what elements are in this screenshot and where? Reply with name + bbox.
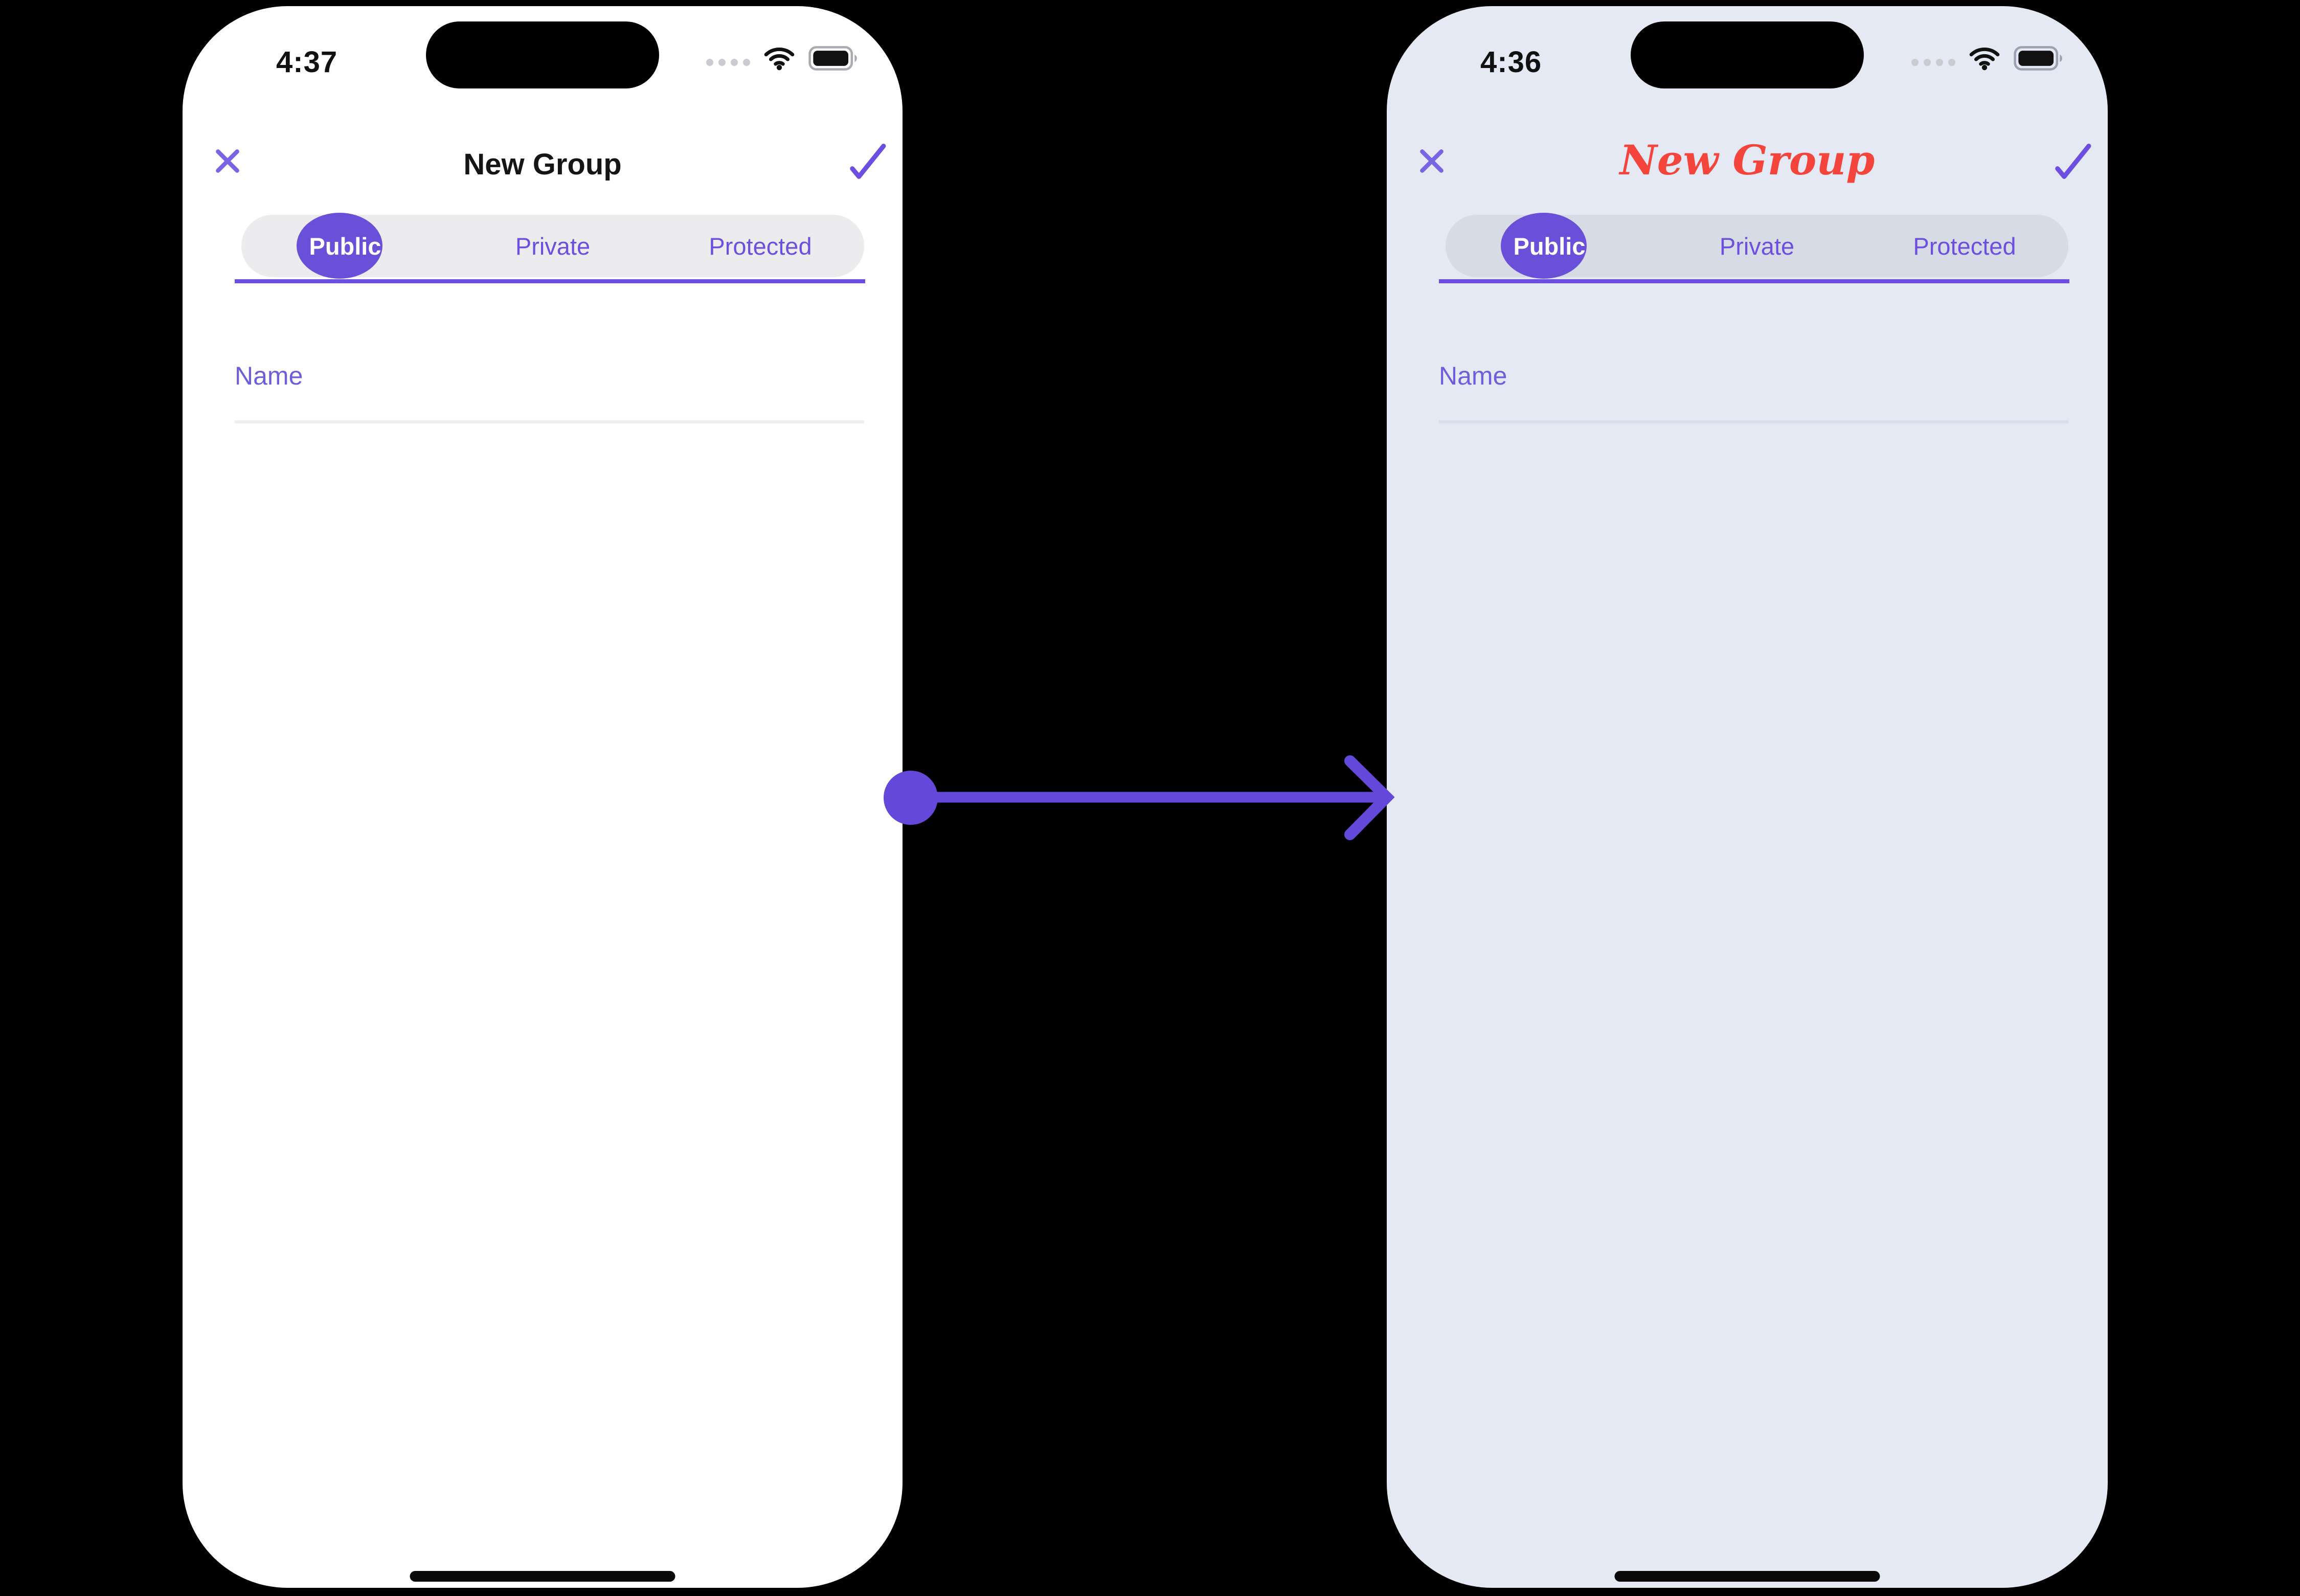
- page-title: New Group: [1619, 136, 1875, 184]
- phone-after: 4:36 New Group: [1387, 6, 2108, 1588]
- close-icon: [1420, 149, 1444, 173]
- signal-dot: [743, 59, 750, 66]
- tab-public[interactable]: Public: [241, 215, 449, 277]
- status-icons: [1911, 43, 2065, 74]
- home-indicator[interactable]: [1614, 1571, 1880, 1582]
- battery-icon: [2014, 46, 2062, 71]
- tab-public[interactable]: Public: [1446, 215, 1653, 277]
- home-indicator[interactable]: [410, 1571, 675, 1582]
- signal-dot: [706, 59, 713, 66]
- signal-dot: [731, 59, 738, 66]
- tab-protected[interactable]: Protected: [657, 215, 864, 277]
- phone-before: 4:37 New Group: [183, 6, 903, 1588]
- visibility-segmented-control: Public Private Protected: [241, 213, 864, 279]
- page-title: New Group: [463, 148, 622, 181]
- signal-dot: [1948, 59, 1955, 66]
- status-time: 4:37: [276, 46, 338, 79]
- group-name-input[interactable]: [235, 358, 593, 394]
- dynamic-island: [426, 21, 659, 88]
- selected-segment-indicator: [297, 213, 382, 279]
- close-button[interactable]: [209, 143, 246, 180]
- visibility-segmented-control: Public Private Protected: [1446, 213, 2068, 279]
- signal-dot: [1911, 59, 1919, 66]
- dynamic-island: [1631, 21, 1864, 88]
- name-field-underline: [235, 420, 864, 423]
- cellular-signal-icon: [1911, 59, 1955, 66]
- group-name-input[interactable]: [1439, 358, 1797, 394]
- signal-dot: [1936, 59, 1943, 66]
- confirm-button[interactable]: [845, 138, 891, 187]
- signal-dot: [1924, 59, 1931, 66]
- check-icon: [850, 143, 886, 179]
- tab-protected[interactable]: Protected: [1861, 215, 2068, 277]
- signal-dot: [718, 59, 726, 66]
- transition-arrow: [884, 755, 1395, 840]
- tab-private[interactable]: Private: [1653, 215, 1861, 277]
- segmented-control-underline: [1439, 279, 2069, 283]
- close-icon: [216, 149, 239, 173]
- name-field-underline: [1439, 420, 2068, 423]
- segmented-control-underline: [235, 279, 865, 283]
- status-time: 4:36: [1480, 46, 1542, 79]
- tab-private[interactable]: Private: [449, 215, 657, 277]
- confirm-button[interactable]: [2050, 138, 2096, 187]
- check-icon: [2055, 143, 2091, 179]
- cellular-signal-icon: [706, 59, 750, 66]
- status-icons: [706, 43, 860, 74]
- selected-segment-indicator: [1501, 213, 1587, 279]
- battery-icon: [808, 46, 857, 71]
- close-button[interactable]: [1413, 143, 1450, 180]
- wifi-icon: [764, 47, 795, 71]
- wifi-icon: [1969, 47, 2000, 71]
